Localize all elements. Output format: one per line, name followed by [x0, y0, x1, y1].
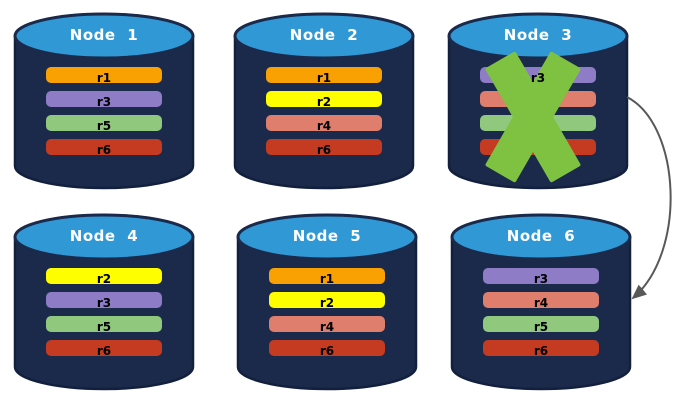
replica-row: r2 — [269, 292, 385, 310]
db-node-3: Node 3 r3 — [447, 10, 629, 192]
node-title: Node 1 — [69, 26, 139, 44]
replica-row: r5 — [46, 115, 162, 133]
replica-label: r1 — [96, 71, 112, 85]
replica-row: r4 — [269, 316, 385, 334]
replica-label: r6 — [316, 143, 332, 157]
replica-label: r4 — [316, 119, 332, 133]
replica-row: r4 — [483, 292, 599, 310]
replica-row: r4 — [266, 115, 382, 133]
cylinder-top — [13, 213, 195, 261]
replica-row: r1 — [269, 268, 385, 286]
replica-label: r1 — [319, 272, 335, 286]
replica-rows: r2 r3 r5 r6 — [46, 268, 162, 364]
replica-row: r3 — [483, 268, 599, 286]
replica-row: r5 — [46, 316, 162, 334]
replica-label: r5 — [533, 320, 549, 334]
replica-label: r3 — [533, 272, 549, 286]
replica-label: r3 — [530, 71, 546, 85]
replica-label: r4 — [533, 296, 549, 310]
replica-row: r6 — [266, 139, 382, 157]
replica-row: r6 — [483, 340, 599, 358]
replica-rows: r1 r2 r4 r6 — [269, 268, 385, 364]
replica-label: r6 — [96, 143, 112, 157]
replica-row: r6 — [269, 340, 385, 358]
db-node-2: Node 2 r1 r2 r4 r6 — [233, 10, 415, 192]
node-title: Node 2 — [289, 26, 359, 44]
db-node-4: Node 4 r2 r3 r5 r6 — [13, 211, 195, 393]
replica-label: r6 — [533, 344, 549, 358]
node-title: Node 6 — [506, 227, 576, 245]
db-node-6: Node 6 r3 r4 r5 r6 — [450, 211, 632, 393]
replica-label: r2 — [319, 296, 335, 310]
replica-row: r2 — [46, 268, 162, 286]
replica-row: r6 — [46, 340, 162, 358]
node-title: Node 5 — [292, 227, 362, 245]
cylinder-top — [13, 12, 195, 60]
replica-row: r1 — [266, 67, 382, 85]
replica-label: r4 — [319, 320, 335, 334]
replica-row: r6 — [46, 139, 162, 157]
cylinder-top — [236, 213, 418, 261]
replica-row: r1 — [46, 67, 162, 85]
replica-row: r3 — [46, 292, 162, 310]
db-node-1: Node 1 r1 r3 r5 r6 — [13, 10, 195, 192]
cylinder-top — [233, 12, 415, 60]
replica-rows: r1 r3 r5 r6 — [46, 67, 162, 163]
cylinder-top — [447, 12, 629, 60]
replica-rows: r1 r2 r4 r6 — [266, 67, 382, 163]
replica-label: r1 — [316, 71, 332, 85]
replica-rows: r3 r4 r5 r6 — [483, 268, 599, 364]
replica-label: r6 — [96, 344, 112, 358]
node-title: Node 3 — [503, 26, 573, 44]
replica-label: r2 — [316, 95, 332, 109]
replica-label: r6 — [319, 344, 335, 358]
replica-label: r2 — [96, 272, 112, 286]
replica-label: r5 — [96, 320, 112, 334]
replica-row: r2 — [266, 91, 382, 109]
node-title: Node 4 — [69, 227, 139, 245]
replica-row: r5 — [483, 316, 599, 334]
replica-row: r3 — [46, 91, 162, 109]
replica-label: r3 — [96, 296, 112, 310]
replica-label: r3 — [96, 95, 112, 109]
replica-label: r5 — [96, 119, 112, 133]
db-node-5: Node 5 r1 r2 r4 r6 — [236, 211, 418, 393]
